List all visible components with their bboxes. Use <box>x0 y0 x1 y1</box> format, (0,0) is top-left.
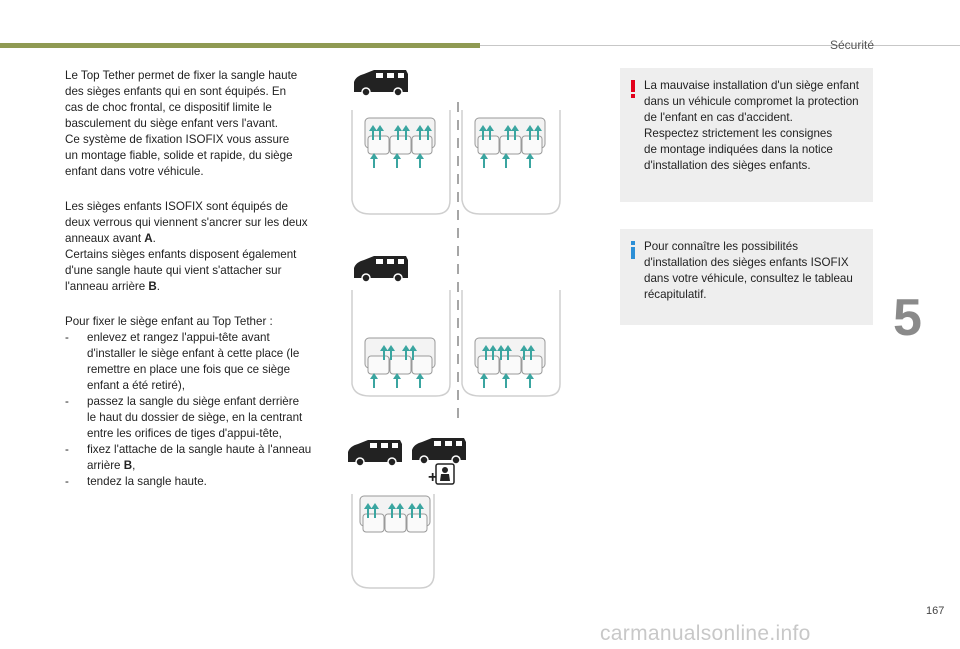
text-line: Ce système de fixation ISOFIX vous assur… <box>65 133 290 146</box>
warning-text: La mauvaise installation d'un siège enfa… <box>644 78 863 174</box>
procedure-intro: Pour fixer le siège enfant au Top Tether… <box>65 315 273 328</box>
header-accent-bar <box>0 43 480 48</box>
procedure-steps: - enlevez et rangez l'appui-tête avant d… <box>65 330 330 490</box>
seat-row <box>364 337 436 375</box>
page-number: 167 <box>926 605 945 617</box>
info-text: Pour connaître les possibilités d'instal… <box>644 239 863 303</box>
text-line: entre les orifices de tiges d'appui-tête… <box>87 427 282 440</box>
text-line: Respectez strictement les consignes <box>644 127 833 140</box>
text-line: Les sièges enfants ISOFIX sont équipés d… <box>65 200 288 213</box>
seat-row <box>364 117 436 155</box>
punctuation: , <box>132 459 136 472</box>
exclamation-icon <box>631 80 635 98</box>
text-line: récapitulatif. <box>644 288 707 301</box>
paragraph-isofix: Les sièges enfants ISOFIX sont équipés d… <box>65 199 330 295</box>
punctuation: . <box>156 280 161 293</box>
plus-sign: + <box>428 469 437 486</box>
van-icon <box>411 437 467 465</box>
info-icon <box>631 241 635 259</box>
chapter-number: 5 <box>893 289 922 347</box>
text-line: de l'enfant en cas d'accident. <box>644 111 793 124</box>
procedure-step: - enlevez et rangez l'appui-tête avant d… <box>65 330 330 394</box>
text-line: dans un véhicule compromet la protection <box>644 95 859 108</box>
text-line: d'installer le siège enfant à cette plac… <box>87 347 300 360</box>
text-line: d'installation des sièges enfants ISOFIX <box>644 256 849 269</box>
punctuation: . <box>152 232 156 245</box>
text-line: remettre en place une fois que ce siège <box>87 363 291 376</box>
warning-box: La mauvaise installation d'un siège enfa… <box>620 68 873 202</box>
text-line: tendez la sangle haute. <box>87 475 207 488</box>
left-column: Le Top Tether permet de fixer la sangle … <box>65 68 330 490</box>
text-line: d'installation des sièges enfants. <box>644 159 811 172</box>
text-line: cas de choc frontal, ce dispositif limit… <box>65 101 272 114</box>
text-line: basculement du siège enfant vers l'avant… <box>65 117 278 130</box>
text-line: arrière <box>87 459 124 472</box>
seat-row <box>474 117 546 155</box>
text-line: enfant a été retiré), <box>87 379 185 392</box>
van-icon <box>347 439 403 467</box>
text-line: Pour connaître les possibilités <box>644 240 799 253</box>
dash: - <box>65 475 69 488</box>
info-box: Pour connaître les possibilités d'instal… <box>620 229 873 325</box>
ring-b-label: B <box>123 459 133 472</box>
header-rule <box>480 45 960 46</box>
van-icon <box>353 255 409 283</box>
text-line: enlevez et rangez l'appui-tête avant <box>87 331 270 344</box>
paragraph-top-tether: Le Top Tether permet de fixer la sangle … <box>65 68 330 180</box>
dash: - <box>65 395 69 408</box>
ring-b-label: B <box>148 280 157 293</box>
van-icon <box>353 69 409 97</box>
text-line: dans votre véhicule, consultez le tablea… <box>644 272 853 285</box>
text-line: le haut du dossier de siège, en la centr… <box>87 411 303 424</box>
text-line: d'une sangle haute qui vient s'attacher … <box>65 264 282 277</box>
vehicle-outline <box>351 290 561 397</box>
procedure-step: - tendez la sangle haute. <box>65 474 330 490</box>
text-line: deux verrous qui viennent s'ancrer sur l… <box>65 216 308 229</box>
text-line: enfant dans votre véhicule. <box>65 165 204 178</box>
text-line: passez la sangle du siège enfant derrièr… <box>87 395 300 408</box>
procedure-step: - passez la sangle du siège enfant derri… <box>65 394 330 442</box>
dash: - <box>65 443 69 456</box>
text-line: fixez l'attache de la sangle haute à l'a… <box>87 443 312 456</box>
watermark: carmanualsonline.info <box>600 622 811 645</box>
text-line: anneaux avant <box>65 232 145 245</box>
text-line: de montage indiquées dans la notice <box>644 143 833 156</box>
text-line: des sièges enfants qui en sont équipés. … <box>65 85 287 98</box>
ring-a-label: A <box>144 232 153 245</box>
text-line: Le Top Tether permet de fixer la sangle … <box>65 69 298 82</box>
text-line: l'anneau arrière <box>65 280 149 293</box>
dash: - <box>65 331 69 344</box>
vehicle-outline <box>351 110 561 215</box>
text-line: La mauvaise installation d'un siège enfa… <box>644 79 859 92</box>
text-line: Certains sièges enfants disposent égalem… <box>65 248 297 261</box>
procedure-step: - fixez l'attache de la sangle haute à l… <box>65 442 330 474</box>
section-title: Sécurité <box>829 38 874 52</box>
isofix-seating-diagram: + <box>347 69 561 589</box>
text-line: un montage fiable, solide et rapide, du … <box>65 149 293 162</box>
child-seat-icon <box>435 463 455 485</box>
vehicle-outline <box>351 494 435 589</box>
